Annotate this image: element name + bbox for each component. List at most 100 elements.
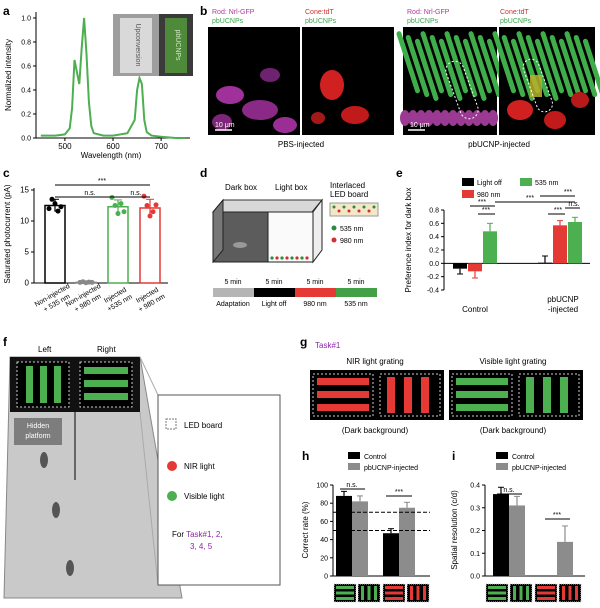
panel-e-legend-swatch-535 <box>520 178 532 186</box>
panel-h-ytick-label: 20 <box>320 555 328 562</box>
panel-f-zoom-line <box>139 411 159 586</box>
panel-f-nir-dot <box>167 461 177 471</box>
panel-b-scale-1: 10 μm <box>215 122 235 129</box>
panel-d-board-dot <box>357 209 361 213</box>
panel-f-task-text-2: 3, 4, 5 <box>190 542 213 551</box>
panel-g-vis-title: Visible light grating <box>479 357 546 366</box>
panel-c-point <box>58 204 64 210</box>
panel-e-legend-light-off: Light off <box>477 180 502 187</box>
panel-i-ytick-label: 0.2 <box>470 528 480 535</box>
panel-c-ns-2: n.s. <box>130 190 141 197</box>
panel-h-letter: h <box>302 449 309 463</box>
panel-a-ylabel: Normalized intensity <box>4 39 13 111</box>
panel-e-legend-swatch-light-off <box>462 178 474 186</box>
panel-f-platform-label-2: platform <box>25 433 50 440</box>
panel-b-rod-nucleus <box>456 110 466 126</box>
panel-a-ytick-label: 0.8 <box>21 40 31 47</box>
panel-e-ylabel: Preference index for dark box <box>404 188 413 293</box>
panel-f-mouse <box>52 502 60 518</box>
panel-a-inset-vial-left-body <box>120 18 152 73</box>
panel-d-mouse <box>233 242 247 248</box>
panel-g-nir-title: NIR light grating <box>346 357 403 366</box>
panel-b-rod-segment <box>444 31 469 94</box>
panel-e-sig-4: *** <box>554 207 562 214</box>
panel-h-icon-bar <box>385 591 403 595</box>
panel-f-platform-label-1: Hidden <box>27 423 49 430</box>
panel-h-bar <box>352 501 368 576</box>
panel-f-platform <box>14 418 62 445</box>
panel-g-vis-vertical-bar <box>526 377 534 413</box>
panel-i-bars <box>493 486 573 576</box>
panel-c-point <box>147 213 153 219</box>
panel-d-led <box>290 256 294 260</box>
panel-h-ytick-label: 100 <box>316 483 328 490</box>
panel-f-zoom-line <box>139 356 159 396</box>
panel-d-led <box>280 256 284 260</box>
panel-c-point <box>55 208 61 214</box>
panel-d-board-sample <box>329 202 379 217</box>
panel-e-ytick-label: 0.4 <box>429 234 439 241</box>
panel-a-ytick-label: 0.6 <box>21 64 31 71</box>
panel-i-icon-bar <box>488 597 506 600</box>
panel-b-rod-nucleus <box>440 110 450 126</box>
panel-f-task-text-1: For Task#1, 2, <box>172 530 223 539</box>
panel-b-ucnp-label-2: pbUCNPs <box>305 18 337 25</box>
panel-h-icon-bar <box>336 591 354 595</box>
panel-b-rod-segment <box>429 34 454 98</box>
panel-a-inset-vial-right-body <box>165 18 187 73</box>
panel-d-board-dot <box>367 209 371 213</box>
panel-b-rod-label-2: Rod: Nrl-GFP <box>407 9 450 16</box>
panel-a-xtick-label: 700 <box>154 142 168 151</box>
panel-g-nir-vertical-bar <box>421 377 429 413</box>
panel-i-ns: n.s. <box>503 487 514 494</box>
panel-d-light-box-side <box>312 198 323 264</box>
panel-c-bar <box>44 204 66 284</box>
panel-h-legend-ucnp: pbUCNP-injected <box>364 465 418 472</box>
panel-f-green-bar <box>40 366 47 403</box>
panel-b-image-ucnp-cone-cell <box>507 100 533 120</box>
panel-h-grating-icons <box>333 583 430 603</box>
panel-i-ytick-label: 0.4 <box>470 483 480 490</box>
panel-d: d Dark box Light box Interlaced LED boar… <box>200 166 379 308</box>
panel-d-led <box>270 256 274 260</box>
panel-f-mouse <box>40 452 48 468</box>
panel-d-timeline-label: Adaptation <box>216 301 250 308</box>
panel-b-letter: b <box>200 4 207 18</box>
panel-d-led2-dot <box>331 237 337 243</box>
panel-i-icon-bar <box>537 597 555 600</box>
panel-b-rod-segment <box>525 34 550 98</box>
panel-g-vis-vertical-bar <box>543 377 551 413</box>
panel-h-icon-bar <box>410 586 413 600</box>
panel-e-bars <box>453 216 582 279</box>
panel-e-sig-3: *** <box>526 195 534 202</box>
panel-g-nir-horizontal-bar <box>317 378 369 385</box>
panel-d-board-dot <box>372 205 376 209</box>
panel-c-point <box>153 202 159 208</box>
panel-g-nir-vertical-bar <box>404 377 412 413</box>
panel-b-image-ucnp-cone-cell <box>571 92 589 108</box>
panel-g-bg-2: (Dark background) <box>480 426 547 435</box>
panel-g-vis-horizontal-bar <box>456 404 508 411</box>
panel-i-yticks: 0.00.10.20.30.4 <box>470 483 485 581</box>
panel-d-timeline-segment <box>213 288 254 297</box>
panel-c-sig-top: *** <box>98 178 106 185</box>
panel-h-legend-swatch-ucnp <box>348 463 360 470</box>
panel-b-ucnp-label-4: pbUCNPs <box>500 18 532 25</box>
panel-b-rod-segment <box>540 31 565 94</box>
panel-e-ytick-label: -0.2 <box>427 274 439 281</box>
panel-b-image-pbs-rod-cell <box>242 100 278 120</box>
panel-c-ytick-label: 0 <box>25 279 30 288</box>
panel-b-rod-segment <box>549 34 574 98</box>
panel-e-bar <box>468 263 482 272</box>
panel-e-ytick-label: 0.0 <box>429 261 439 268</box>
panel-e-group-ucnp-1: pbUCNP <box>547 295 579 304</box>
panel-c-ytick-label: 5 <box>25 248 30 257</box>
panel-f-green-bar <box>84 367 128 374</box>
panel-g: g Task#1 NIR light grating Visible light… <box>300 335 583 435</box>
panel-b-rod-segment <box>414 38 439 101</box>
